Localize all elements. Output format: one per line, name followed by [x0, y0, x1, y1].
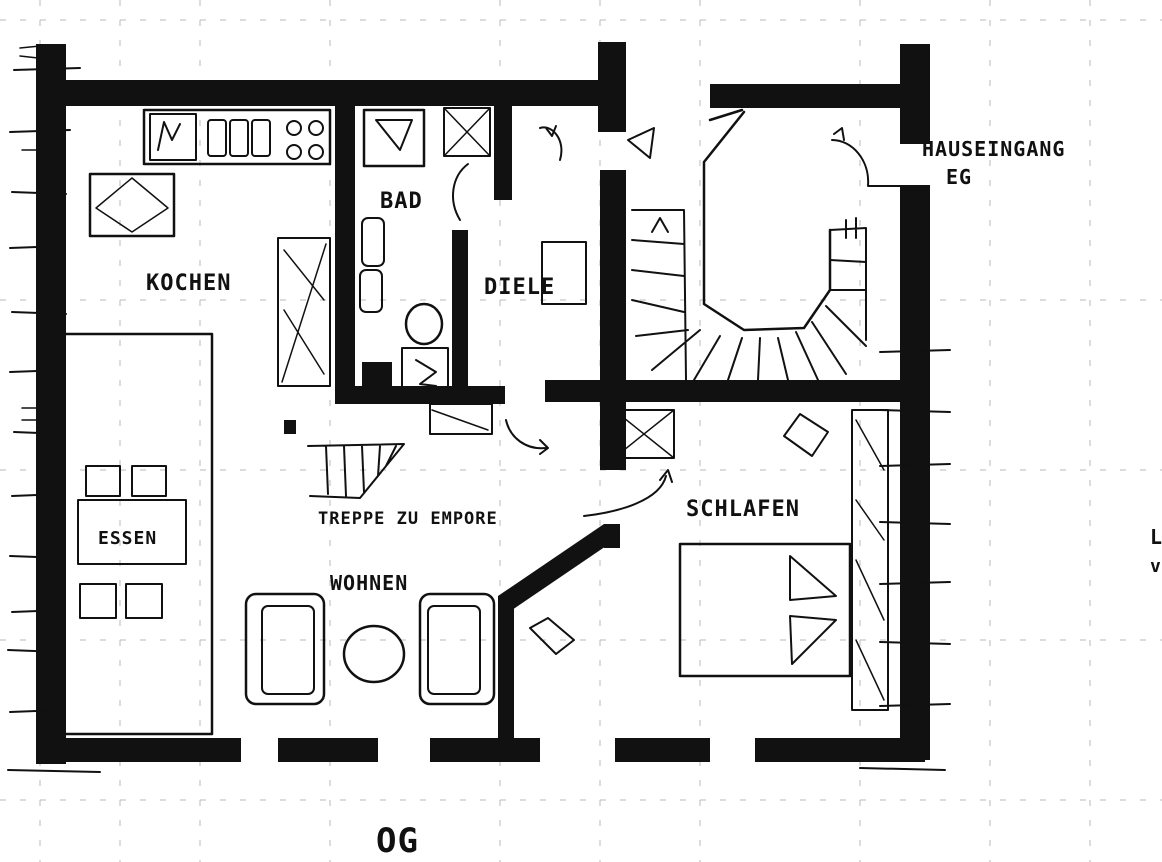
label-dining: ESSEN	[98, 528, 157, 549]
staircase	[627, 108, 901, 381]
label-edge-fragment-2: v	[1150, 556, 1162, 577]
kitchen-table	[88, 172, 176, 238]
exterior-walls	[36, 42, 930, 764]
label-hall: DIELE	[484, 275, 555, 300]
hall-fixtures	[452, 125, 587, 305]
label-bedroom: SCHLAFEN	[686, 497, 800, 522]
label-kitchen: KOCHEN	[146, 271, 231, 296]
label-edge-fragment-1: L	[1150, 525, 1162, 549]
label-bath: BAD	[380, 189, 423, 214]
label-stair-to-gallery: TREPPE ZU EMPORE	[318, 509, 498, 529]
label-floor: OG	[376, 821, 419, 861]
interior-walls	[335, 90, 910, 746]
gallery-stair	[284, 403, 493, 499]
label-living: WOHNEN	[330, 571, 408, 595]
bedroom-area	[505, 409, 889, 711]
room-labels: KOCHEN BAD DIELE HAUSEINGANG EG TREPPE Z…	[98, 137, 1162, 861]
label-entrance-line2: EG	[946, 165, 972, 189]
kitchen-counter	[142, 108, 332, 166]
label-entrance-line1: HAUSEINGANG	[922, 137, 1065, 161]
wall-plank-lines	[7, 45, 951, 773]
dining-area	[60, 332, 214, 736]
living-area	[244, 592, 575, 706]
bathroom-fixtures	[359, 107, 491, 391]
kitchen-wall-cabinet	[277, 237, 331, 387]
